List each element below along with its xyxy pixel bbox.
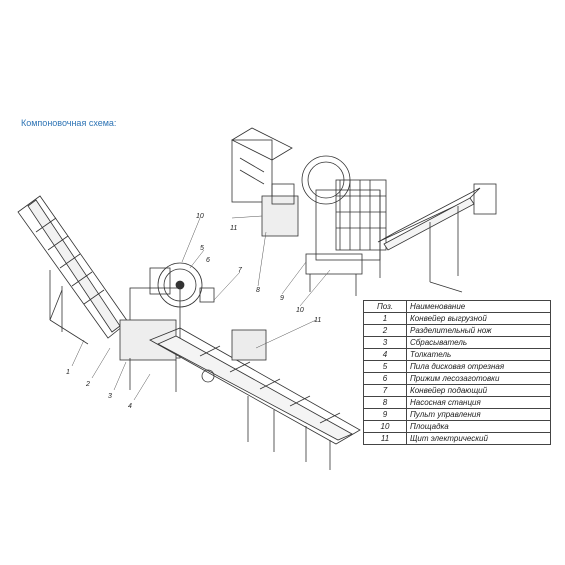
callout-5: 5	[200, 245, 204, 252]
callout-10: 10	[296, 307, 304, 314]
callout-8: 8	[256, 287, 260, 294]
row-name: Толкатель	[406, 348, 551, 361]
row-name: Площадка	[406, 420, 551, 433]
row-name: Пила дисковая отрезная	[406, 360, 551, 373]
callout-3: 3	[108, 393, 112, 400]
callout-2: 2	[85, 381, 90, 388]
row-name: Сбрасыватель	[406, 336, 551, 349]
row-name: Насосная станция	[406, 396, 551, 409]
row-name: Щит электрический	[406, 432, 551, 445]
row-num: 1	[363, 312, 407, 325]
header-num: Поз.	[363, 300, 407, 313]
callout-10-top: 10	[196, 213, 204, 220]
row-name: Разделительный нож	[406, 324, 551, 337]
row-name: Конвейер выгрузной	[406, 312, 551, 325]
row-num: 9	[363, 408, 407, 421]
outfeed-conveyor	[17, 195, 129, 345]
row-num: 10	[363, 420, 407, 433]
row-num: 3	[363, 336, 407, 349]
row-num: 8	[363, 396, 407, 409]
row-num: 5	[363, 360, 407, 373]
feed-conveyor	[149, 327, 361, 470]
callout-1: 1	[66, 369, 70, 376]
header-name: Наименование	[406, 300, 551, 313]
upper-unit	[231, 127, 351, 237]
table-header: Поз. Наименование	[363, 300, 551, 313]
callout-6: 6	[206, 257, 210, 264]
row-name: Пульт управления	[406, 408, 551, 421]
callout-11: 11	[314, 317, 321, 324]
saw-unit	[119, 262, 215, 392]
row-num: 4	[363, 348, 407, 361]
row-num: 2	[363, 324, 407, 337]
row-name: Прижим лесозаготовки	[406, 372, 551, 385]
row-num: 11	[363, 432, 407, 445]
right-conveyor	[377, 183, 497, 293]
row-num: 6	[363, 372, 407, 385]
callout-9: 9	[280, 295, 284, 302]
row-name: Конвейер подающий	[406, 384, 551, 397]
caption: Компоновочная схема:	[21, 118, 117, 128]
platform	[305, 179, 387, 296]
row-num: 7	[363, 384, 407, 397]
callout-11-top: 11	[230, 225, 237, 232]
callout-4: 4	[128, 403, 132, 410]
callout-7: 7	[238, 267, 243, 274]
